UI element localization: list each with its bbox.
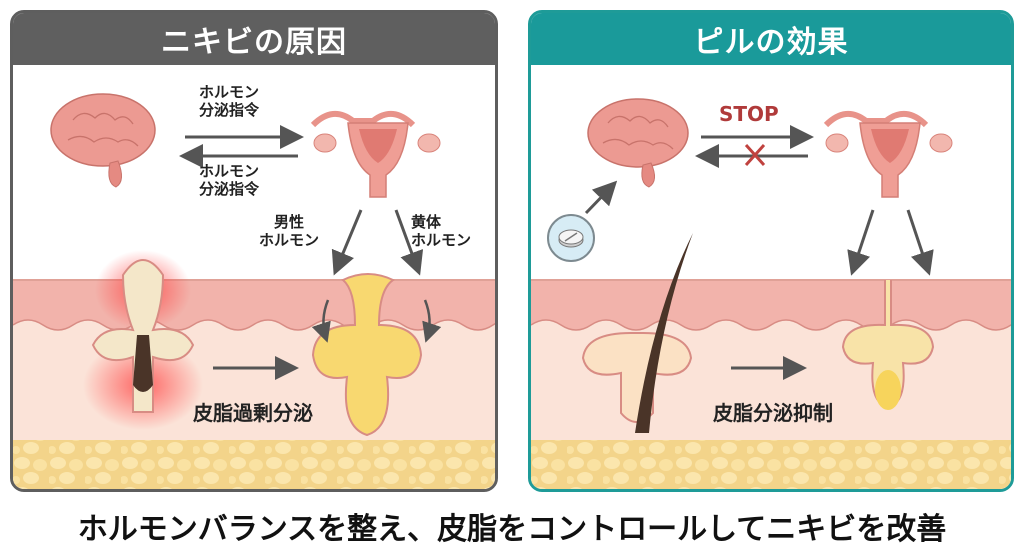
uterus-icon (310, 111, 441, 198)
acne-cause-diagram: ホルモン 分泌指令 ホルモン 分泌指令 男性 ホルモン 黄体 ホルモン 皮脂過剰… (13, 65, 495, 489)
stop-label: STOP (719, 102, 779, 126)
brain-icon (50, 93, 156, 188)
brain-icon (587, 98, 689, 188)
hormone-command-label-top: ホルモン 分泌指令 (199, 83, 260, 119)
panel-title-pill-effect: ピルの効果 (531, 13, 1011, 65)
pill-icon (547, 214, 595, 262)
panel-acne-cause: ニキビの原因 (10, 10, 498, 492)
normal-sebaceous-gland-icon (841, 280, 935, 410)
inflamed-pore-icon (91, 259, 195, 413)
uterus-icon (823, 111, 953, 198)
summary-caption: ホルモンバランスを整え、皮脂をコントロールしてニキビを改善 (77, 512, 947, 547)
male-hormone-label: 男性 ホルモン (259, 213, 320, 249)
sebum-suppression-label: 皮脂分泌抑制 (713, 401, 833, 425)
acne-cause-illustration (13, 93, 495, 489)
pill-effect-illustration (531, 98, 1011, 489)
pill-effect-diagram: STOP 皮脂分泌抑制 (531, 65, 1011, 489)
hair-follicle-icon (581, 233, 693, 433)
blocked-x-icon (744, 143, 766, 167)
panel-pill-effect: ピルの効果 (528, 10, 1014, 492)
progesterone-label: 黄体 ホルモン (411, 213, 472, 249)
excess-sebum-label: 皮脂過剰分泌 (193, 401, 313, 425)
hormone-command-label-bottom: ホルモン 分泌指令 (199, 162, 260, 198)
panel-title-acne-cause: ニキビの原因 (13, 13, 495, 65)
